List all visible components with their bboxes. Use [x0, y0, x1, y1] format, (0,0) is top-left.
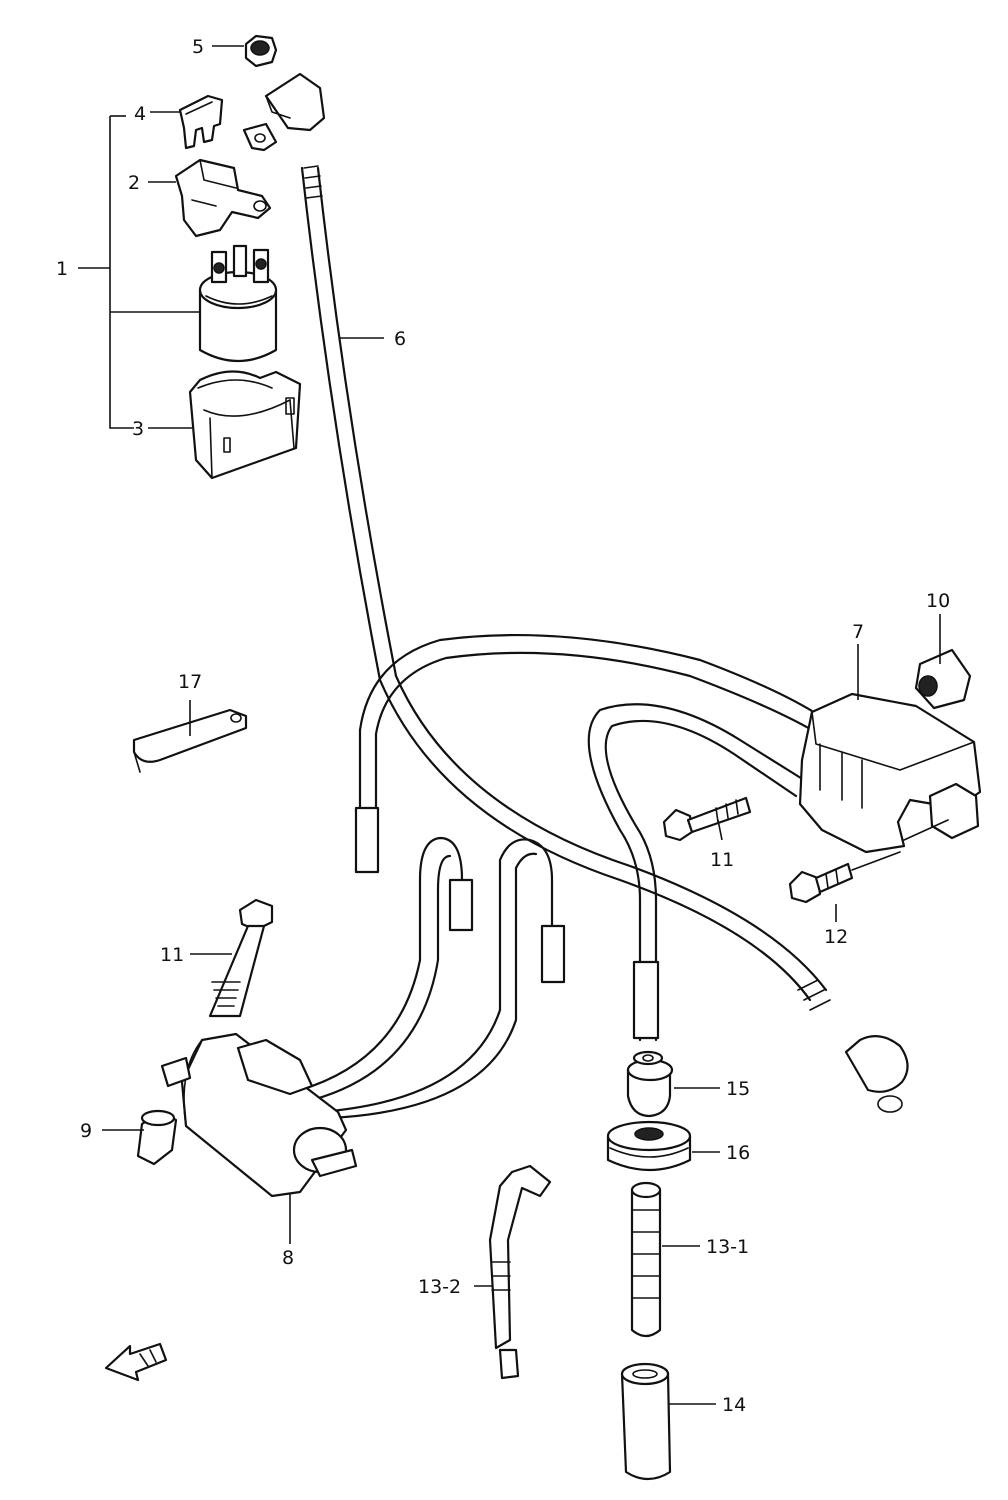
- callout-13-2: 13-2: [418, 1276, 461, 1298]
- part-9-sleeve: [136, 1109, 178, 1166]
- part-7-ignition-coil: [798, 692, 982, 854]
- part-5-nut: [244, 34, 278, 68]
- part-6-cable: [242, 72, 909, 1113]
- callout-4: 4: [134, 103, 146, 125]
- callout-15: 15: [726, 1078, 750, 1100]
- part-2-holder: [174, 158, 272, 238]
- callout-17: 17: [178, 671, 202, 693]
- part-14-boot: [620, 1362, 672, 1481]
- callout-3: 3: [132, 418, 144, 440]
- callout-16: 16: [726, 1142, 750, 1164]
- callout-labels: 1 2 3 4 5 6 7 10 11 12 17 11 9 8 15 16 1…: [56, 36, 950, 1416]
- callout-9: 9: [80, 1120, 92, 1142]
- callout-14: 14: [722, 1394, 746, 1416]
- part-16-washer: [606, 1120, 692, 1172]
- callout-5: 5: [192, 36, 204, 58]
- part-13-1-plug-cap: [630, 1181, 662, 1338]
- callout-12: 12: [824, 926, 848, 948]
- callout-13-1: 13-1: [706, 1236, 749, 1258]
- starter-relay: [198, 244, 278, 363]
- part-10-cap: [914, 648, 972, 710]
- part-15-grommet: [626, 1050, 674, 1118]
- front-direction-arrow-icon: [104, 1342, 168, 1382]
- callout-1: 1: [56, 258, 68, 280]
- leader-lines: [78, 45, 941, 1405]
- callout-10: 10: [926, 590, 950, 612]
- part-4-fuse: [178, 94, 224, 150]
- callout-2: 2: [128, 172, 140, 194]
- part-3-cover: [188, 370, 302, 480]
- part-8-coil: [160, 836, 566, 1198]
- callout-8: 8: [282, 1247, 294, 1269]
- callout-7: 7: [852, 621, 864, 643]
- part-12-screw: [788, 851, 901, 904]
- ignition-leads: [354, 633, 822, 1042]
- part-11-bolt-upper: [662, 796, 752, 842]
- callout-6: 6: [394, 328, 406, 350]
- part-13-2-plug-cap: [488, 1164, 552, 1380]
- callout-11-upper: 11: [710, 849, 734, 871]
- part-11-bolt-lower: [208, 898, 274, 1018]
- callout-11-lower: 11: [160, 944, 184, 966]
